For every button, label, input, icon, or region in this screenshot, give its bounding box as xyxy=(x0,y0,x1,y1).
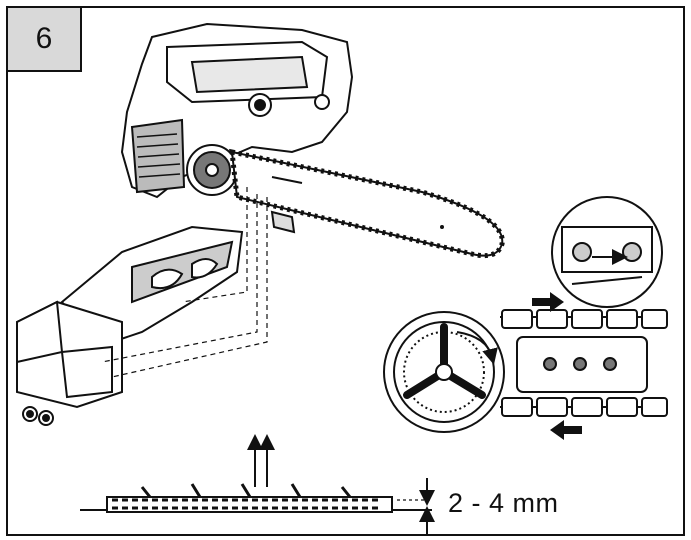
step-number: 6 xyxy=(35,22,53,55)
chainsaw-icon xyxy=(120,22,354,234)
drive-sprocket-detail xyxy=(383,311,505,433)
chain-tension-detail xyxy=(80,434,435,534)
chain-icon xyxy=(500,309,668,417)
drive-sprocket-icon xyxy=(186,144,238,196)
step-number-badge: 6 xyxy=(8,8,82,72)
figure-frame: 6 xyxy=(6,6,685,536)
sprocket-cover-icon xyxy=(16,225,244,409)
arrow-icon xyxy=(532,292,582,440)
alignment-guides xyxy=(101,187,268,378)
magnified-link-detail xyxy=(551,196,663,308)
chain-installation-illustration xyxy=(16,22,668,534)
nut-icon xyxy=(22,406,54,426)
guide-bar-icon xyxy=(229,148,505,259)
chain-slack-measurement: 2 - 4 mm xyxy=(448,488,559,518)
